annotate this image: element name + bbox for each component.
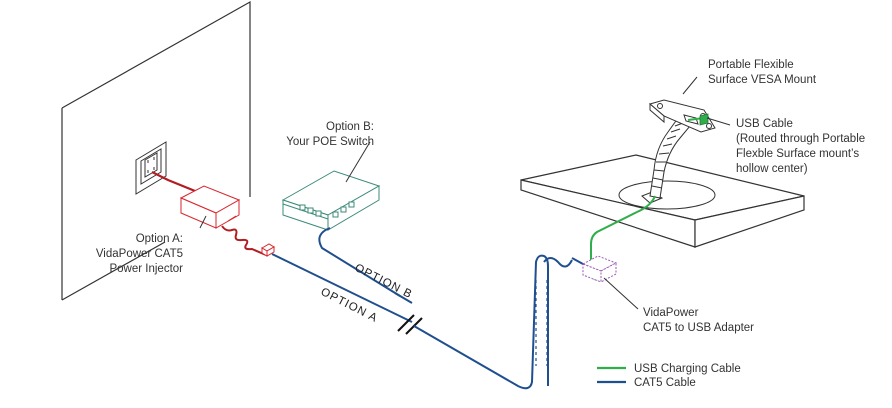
power-cord xyxy=(151,171,201,195)
cat5-cable-option-b xyxy=(318,227,413,304)
rj45-connector xyxy=(261,243,275,257)
power-injector xyxy=(179,185,241,229)
label-adapter: VidaPower CAT5 to USB Adapter xyxy=(643,307,754,334)
legend: USB Charging Cable CAT5 Cable xyxy=(597,363,741,389)
injector-coiled-cable xyxy=(221,225,267,256)
mount-label-line2: Surface VESA Mount xyxy=(708,74,817,86)
usb-plug xyxy=(699,113,709,126)
cat5-cable-main xyxy=(413,254,584,390)
usb-label-line2: (Routed through Portable xyxy=(736,133,865,145)
label-vesa-mount: Portable Flexible Surface VESA Mount xyxy=(708,59,817,86)
wall-outlet xyxy=(135,141,167,195)
legend-label-usb: USB Charging Cable xyxy=(634,363,741,375)
injector-label-line2: VidaPower CAT5 xyxy=(96,248,183,260)
poe-switch xyxy=(281,170,381,231)
adapter-label-line1: VidaPower xyxy=(643,307,699,319)
usb-label-line3: Flexble Surface mount’s xyxy=(736,148,859,160)
label-power-injector: Option A: VidaPower CAT5 Power Injector xyxy=(96,233,183,275)
switch-ports xyxy=(299,201,355,218)
label-poe-switch: Option B: Your POE Switch xyxy=(286,121,374,148)
usb-label-line1: USB Cable xyxy=(736,118,793,130)
adapter-label-line2: CAT5 to USB Adapter xyxy=(643,322,754,334)
wall xyxy=(61,0,251,301)
switch-label-line2: Your POE Switch xyxy=(286,136,374,148)
injector-label-line3: Power Injector xyxy=(109,263,183,275)
leader-lines xyxy=(199,76,731,310)
option-b-label: OPTION B xyxy=(353,262,415,301)
cat5-cable-option-a xyxy=(271,253,413,323)
switch-label-line1: Option B: xyxy=(326,121,374,133)
mount-label-line1: Portable Flexible xyxy=(708,59,794,71)
usb-label-line4: hollow center) xyxy=(736,163,808,175)
cable-hidden-dashes xyxy=(535,280,548,366)
label-usb-cable: USB Cable (Routed through Portable Flexb… xyxy=(736,118,865,175)
injector-label-line1: Option A: xyxy=(136,233,183,245)
cat5-usb-adapter xyxy=(581,255,618,283)
legend-label-cat5: CAT5 Cable xyxy=(634,377,696,389)
vesa-mount xyxy=(618,99,716,210)
